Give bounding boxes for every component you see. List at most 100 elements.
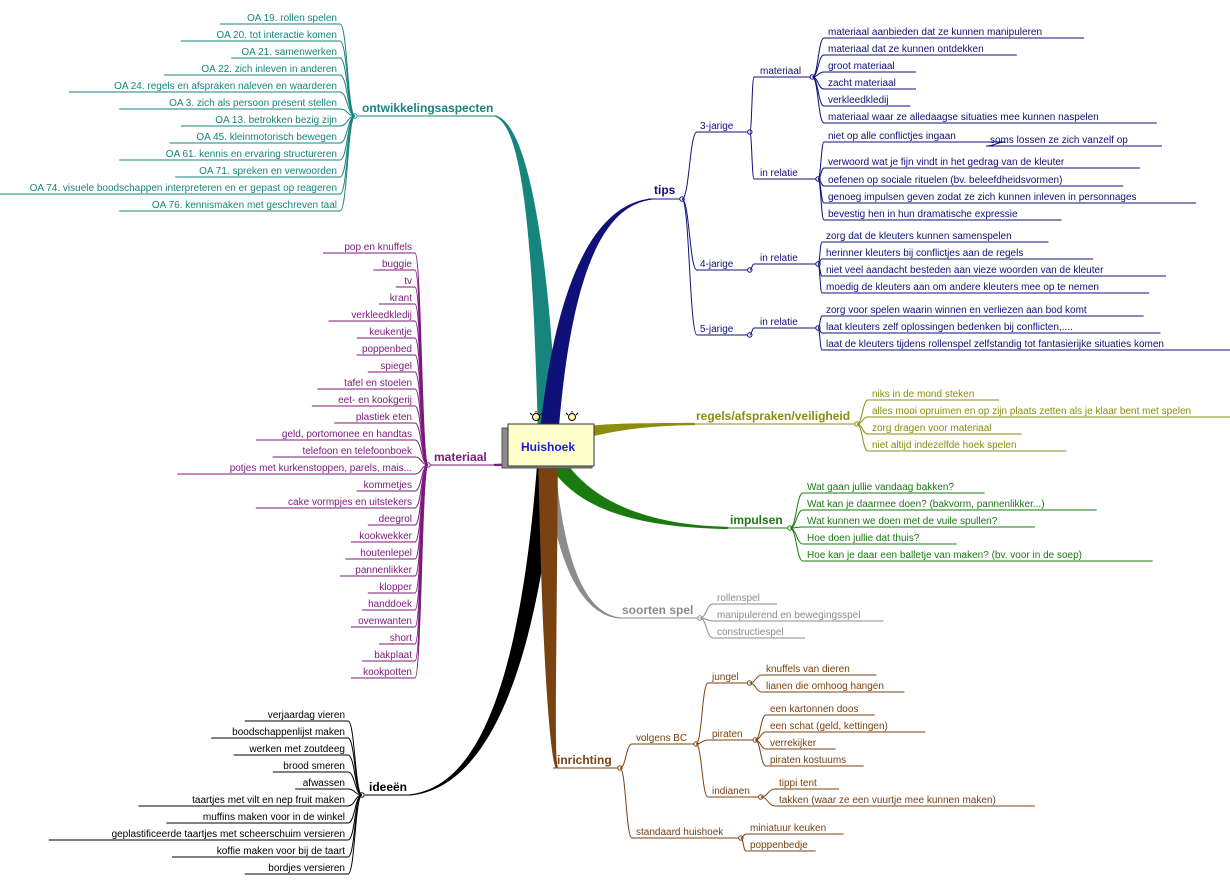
connector	[347, 794, 363, 858]
materiaal-item: kookpotten	[363, 667, 412, 678]
idee-item: afwassen	[303, 778, 345, 789]
inrichting-subgroup: jungel	[711, 672, 739, 683]
tips-item: materiaal aanbieden dat ze kunnen manipu…	[828, 27, 1042, 38]
inrichting-item: knuffels van dieren	[766, 664, 850, 675]
connector	[817, 327, 823, 351]
impuls-item: Wat gaan jullie vandaag bakken?	[807, 482, 954, 493]
branch-ribbon-impulsen	[543, 436, 729, 530]
center-box	[507, 423, 595, 467]
branch-soorten: soorten spel	[622, 603, 693, 617]
materiaal-item: short	[390, 633, 412, 644]
inrichting-item: poppenbedje	[750, 840, 808, 851]
connector	[817, 178, 825, 221]
oa-item: OA 19. rollen spelen	[247, 13, 337, 24]
connector	[811, 37, 825, 78]
tips-age-group: 5-jarige	[700, 324, 734, 335]
connector	[754, 739, 767, 767]
materiaal-item: cake vormpjes en uitstekers	[288, 497, 412, 508]
materiaal-item: eet- en kookgerij	[338, 395, 412, 406]
impuls-item: Wat kan je daarmee doen? (bakvorm, panne…	[807, 499, 1045, 510]
regel-item: niks in de mond steken	[872, 389, 974, 400]
connector	[619, 743, 633, 769]
oa-item: OA 3. zich als persoon present stellen	[169, 98, 337, 109]
materiaal-item: potjes met kurkenstoppen, parels, mais..…	[230, 463, 412, 474]
tips-item: zorg voor spelen waarin winnen en verlie…	[826, 305, 1087, 316]
connector	[749, 76, 755, 133]
connector	[740, 837, 747, 852]
connector	[695, 743, 709, 798]
connector	[347, 737, 363, 796]
inrichting-item: piraten kostuums	[770, 755, 846, 766]
inrichting-item: een schat (geld, kettingen)	[770, 721, 888, 732]
materiaal-item: tafel en stoelen	[344, 378, 412, 389]
connector	[699, 603, 714, 619]
branch-ribbon-inrichting	[538, 445, 559, 769]
branch-ribbon-tips	[538, 198, 654, 450]
connector	[817, 263, 823, 294]
tips-subgroup: in relatie	[760, 168, 798, 179]
branch-ideeen: ideeën	[369, 780, 407, 794]
tips-age-group: 3-jarige	[700, 121, 734, 132]
materiaal-item: tv	[404, 276, 412, 287]
materiaal-item: verkleedkledij	[351, 310, 412, 321]
connector	[695, 739, 709, 745]
materiaal-item: pop en knuffels	[344, 242, 412, 253]
idee-item: geplastificeerde taartjes met scheerschu…	[112, 829, 345, 840]
tips-item: soms lossen ze zich vanzelf op	[990, 135, 1128, 146]
oa-item: OA 71. spreken en verwoorden	[199, 166, 337, 177]
connector	[347, 794, 363, 875]
inrichting-item: takken (waar ze een vuurtje mee kunnen m…	[779, 795, 996, 806]
materiaal-item: deegrol	[379, 514, 412, 525]
oa-item: OA 20. tot interactie komen	[216, 30, 337, 41]
connector	[749, 327, 755, 336]
connector	[749, 682, 763, 693]
inrichting-subgroup: indianen	[712, 786, 750, 797]
center-node[interactable]: Huishoek	[501, 411, 595, 469]
connector	[681, 198, 698, 271]
idee-item: boodschappenlijst maken	[232, 727, 345, 738]
spel-item: rollenspel	[717, 593, 760, 604]
tips-item: herinner kleuters bij conflictjes aan de…	[826, 248, 1023, 259]
connector	[339, 23, 356, 117]
regel-item: alles mooi opruimen en op zijn plaats ze…	[872, 406, 1191, 417]
materiaal-item: houtenlepel	[360, 548, 412, 559]
branch-materiaal: materiaal	[434, 450, 487, 464]
oa-item: OA 22. zich inleven in anderen	[201, 64, 337, 75]
branch-inrichting: inrichting	[557, 753, 612, 767]
materiaal-item: geld, portomonee en handtas	[282, 429, 412, 440]
tips-item: niet veel aandacht besteden aan vieze wo…	[826, 265, 1104, 276]
branch-ribbon-ideeen	[408, 442, 558, 796]
connector	[749, 131, 755, 180]
materiaal-item: spiegel	[380, 361, 412, 372]
idee-item: bordjes versieren	[268, 863, 345, 874]
inrichting-item: een kartonnen doos	[770, 704, 858, 715]
tips-item: zacht materiaal	[828, 78, 896, 89]
tips-item: bevestig hen in hun dramatische expressi…	[828, 209, 1018, 220]
connector	[347, 771, 363, 796]
materiaal-item: krant	[390, 293, 412, 304]
inrichting-item: verrekijker	[770, 738, 817, 749]
branch-tips: tips	[654, 183, 676, 197]
connector	[681, 198, 698, 336]
tips-item: verkleedkledij	[828, 95, 889, 106]
tips-item: verwoord wat je fijn vindt in het gedrag…	[828, 157, 1065, 168]
materiaal-item: buggie	[382, 259, 412, 270]
idee-item: werken met zoutdeeg	[248, 744, 345, 755]
impuls-item: Hoe doen jullie dat thuis?	[807, 533, 920, 544]
nodes: ontwikkelingsaspecten OA 19. rollen spele…	[30, 13, 1192, 874]
oa-item: OA 76. kennismaken met geschreven taal	[152, 200, 337, 211]
tips-item: materiaal dat ze kunnen ontdekken	[828, 44, 984, 55]
inrichting-item: tippi tent	[779, 778, 817, 789]
regel-item: zorg dragen voor materiaal	[872, 423, 992, 434]
branch-ontwikkelingsaspecten: ontwikkelingsaspecten	[362, 101, 493, 115]
inrichting-group: volgens BC	[636, 733, 687, 744]
branch-impulsen: impulsen	[730, 513, 783, 527]
tips-subgroup: in relatie	[760, 253, 798, 264]
oa-item: OA 61. kennis en ervaring structureren	[166, 149, 337, 160]
connector	[699, 617, 714, 639]
materiaal-item: klopper	[379, 582, 412, 593]
idee-item: brood smeren	[283, 761, 345, 772]
connector	[817, 141, 825, 180]
regel-item: niet altijd indezelfde hoek spelen	[872, 440, 1017, 451]
